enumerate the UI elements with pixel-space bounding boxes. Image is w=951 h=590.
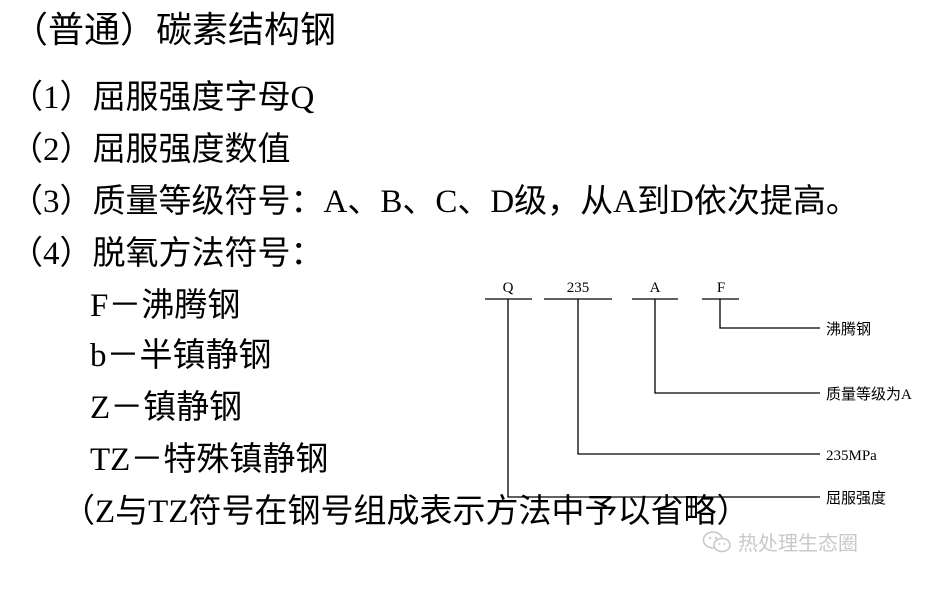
list-item-yield-value: （2）屈服强度数值 (10, 132, 291, 168)
code-235: 235 (567, 280, 590, 296)
watermark-text: 热处理生态圈 (738, 531, 858, 555)
code-f: F (717, 280, 725, 296)
deoxidation-killed: Z－镇静钢 (90, 390, 243, 426)
code-q: Q (503, 280, 514, 296)
list-item-quality-grade: （3）质量等级符号：A、B、C、D级，从A到D依次提高。 (10, 184, 859, 220)
omission-note: （Z与TZ符号在钢号组成表示方法中予以省略） (62, 494, 750, 530)
leader-a (654, 299, 820, 394)
leader-235 (577, 299, 820, 455)
code-a: A (650, 280, 661, 296)
list-item-deoxidation: （4）脱氧方法符号： (10, 236, 324, 272)
leader-q (507, 299, 820, 498)
deoxidation-rimmed: F－沸腾钢 (90, 288, 241, 324)
label-rimmed-steel: 沸腾钢 (826, 321, 871, 338)
deoxidation-semi-killed: b－半镇静钢 (90, 338, 272, 374)
list-item-yield-letter: （1）屈服强度字母Q (10, 80, 315, 116)
page-title: （普通）碳素结构钢 (12, 10, 337, 50)
leader-f (719, 299, 820, 329)
label-yield-strength: 屈服强度 (826, 490, 886, 507)
watermark: 热处理生态圈 (702, 527, 858, 556)
label-quality-grade-a: 质量等级为A (826, 385, 912, 403)
deoxidation-special-killed: TZ－特殊镇静钢 (90, 442, 329, 478)
wechat-icon (702, 530, 731, 552)
label-235mpa: 235MPa (826, 448, 877, 464)
